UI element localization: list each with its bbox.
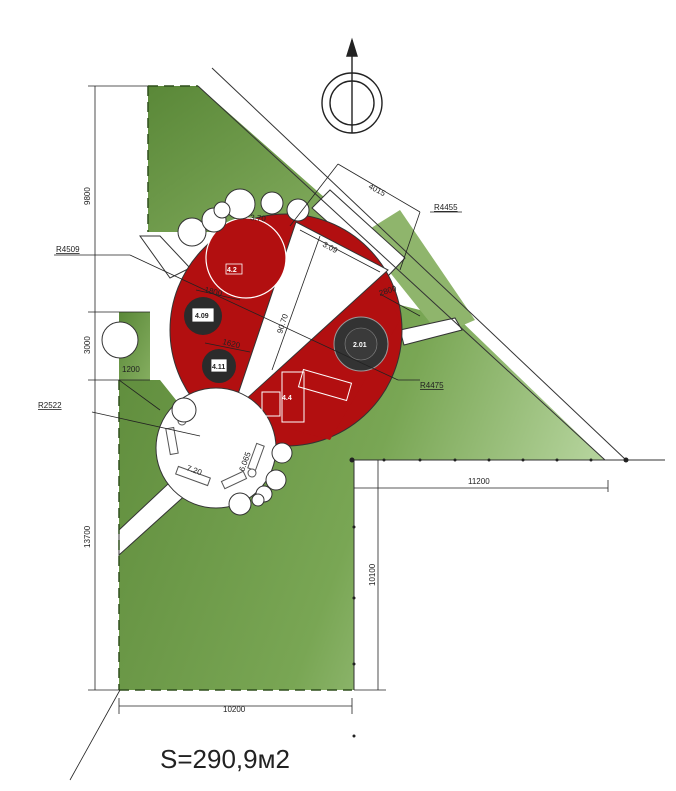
shrub	[265, 469, 287, 491]
shrub	[213, 201, 231, 219]
dim-left-step: 1200	[122, 365, 140, 374]
dim-left-mid: 3000	[83, 336, 92, 354]
dim-bottom: 10200	[223, 705, 246, 714]
north-arrow-icon	[321, 37, 383, 134]
shrub	[177, 217, 207, 247]
lawn-border	[118, 85, 352, 691]
shrub	[101, 321, 139, 359]
dim-inner-b: 1620	[222, 337, 242, 350]
radius-label-r2522: R2522	[38, 401, 62, 410]
shrub	[260, 191, 284, 215]
play-white-wedge	[230, 221, 389, 414]
bench-3	[220, 470, 248, 490]
shrub	[286, 198, 310, 222]
post-2	[247, 468, 257, 478]
dim-left-top: 9800	[83, 187, 92, 205]
survey-points	[349, 457, 629, 738]
road-edges	[197, 67, 665, 690]
equipment-label-2-01: 2.01	[353, 342, 367, 349]
dim-right-vertical: 10100	[368, 563, 377, 586]
dimension-lines	[54, 85, 609, 781]
equipment-4-2	[225, 263, 243, 275]
equipment-label-4-4: 4.4	[282, 395, 292, 402]
dim-inner-a: 1800	[204, 285, 224, 298]
lawn-upper-left	[148, 86, 360, 232]
equipment-label-4-2: 4.2	[227, 267, 237, 274]
radius-label-r4509: R4509	[56, 245, 80, 254]
shrub	[228, 492, 252, 516]
equipment-label-4-09: 4.09	[195, 313, 209, 320]
dim-right-bottom: 11200	[468, 477, 490, 486]
bench-2	[175, 465, 211, 487]
shrub	[171, 397, 197, 423]
shrub	[251, 493, 265, 507]
equipment-4-11	[210, 358, 228, 373]
radius-label-r4475: R4475	[420, 381, 444, 390]
equipment-2-01-inner	[344, 327, 378, 361]
lawn	[119, 86, 605, 690]
radius-label-r4455: R4455	[434, 203, 458, 212]
lawn-right-wedge	[360, 210, 475, 335]
bench-1	[165, 426, 179, 456]
dim-arc-a: 3.70	[250, 213, 267, 223]
path-right	[399, 317, 463, 346]
area-label: S=290,9м2	[160, 744, 290, 774]
equipment-4-4	[261, 368, 353, 423]
dim-left-bottom: 13700	[83, 525, 92, 548]
shrub	[271, 442, 293, 464]
equipment-4-09	[191, 307, 215, 323]
equipment	[184, 263, 389, 423]
dim-top-diag: 4015	[367, 182, 387, 199]
equipment-label-4-11: 4.11	[212, 364, 225, 371]
lawn-main	[119, 300, 605, 690]
shrubs	[101, 188, 310, 516]
